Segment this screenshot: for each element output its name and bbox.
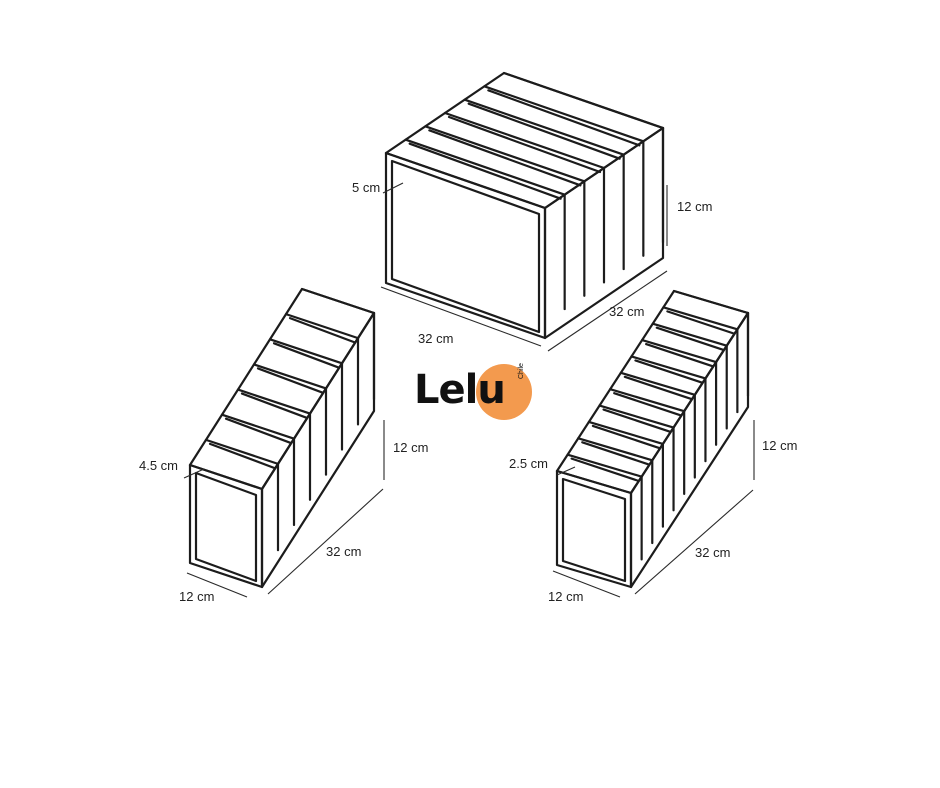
divider-inner <box>602 408 671 433</box>
divider-top <box>630 355 707 380</box>
divider-top <box>252 363 328 390</box>
medium-width-label: 12 cm <box>179 589 214 604</box>
divider-top <box>640 338 718 364</box>
dimension-line <box>552 570 621 598</box>
dimension-line <box>556 466 576 476</box>
front-panel-inner <box>561 477 627 583</box>
divider-inner <box>272 342 340 369</box>
divider-inner <box>623 375 692 400</box>
divider-inner <box>408 142 562 200</box>
divider-inner <box>447 115 602 174</box>
large-compartment-label: 5 cm <box>352 180 380 195</box>
front-panel-inner <box>194 471 258 583</box>
divider-top <box>268 338 344 365</box>
divider-top <box>598 404 675 429</box>
divider-inner <box>570 457 639 482</box>
medium-height-label: 12 cm <box>393 440 428 455</box>
divider-top <box>483 85 645 143</box>
divider-top <box>662 306 739 331</box>
divider-top <box>220 413 296 440</box>
divider-top <box>566 453 643 478</box>
dimension-line <box>634 489 754 595</box>
dimension-line <box>186 572 248 598</box>
divider-inner <box>428 129 582 187</box>
divider-inner <box>224 417 292 444</box>
top-rim <box>188 287 376 491</box>
divider-top <box>284 313 360 340</box>
organizer-large <box>380 71 668 352</box>
divider-inner <box>634 359 703 384</box>
dimension-line <box>382 182 404 194</box>
divider-top <box>204 438 280 465</box>
large-length-label: 32 cm <box>418 331 453 346</box>
small-height-label: 12 cm <box>762 438 797 453</box>
divider-inner <box>208 442 276 469</box>
divider-top <box>651 322 728 347</box>
divider-inner <box>644 342 714 368</box>
divider-top <box>587 420 665 446</box>
divider-inner <box>591 424 661 450</box>
medium-compartment-label: 4.5 cm <box>139 458 178 473</box>
divider-top <box>502 71 665 130</box>
dimension-line <box>183 468 205 479</box>
divider-inner <box>487 89 641 147</box>
divider-inner <box>655 326 724 351</box>
front-panel-inner <box>390 159 541 334</box>
divider-inner <box>288 317 356 344</box>
dimension-line <box>380 286 542 347</box>
divider-top <box>236 388 312 415</box>
large-width-label: 32 cm <box>609 304 644 319</box>
divider-inner <box>256 367 324 394</box>
small-length-label: 32 cm <box>695 545 730 560</box>
logo-circle <box>476 364 532 420</box>
divider-inner <box>581 441 650 466</box>
divider-inner <box>666 310 735 335</box>
divider-top <box>672 289 750 315</box>
divider-top <box>619 371 696 396</box>
large-height-label: 12 cm <box>677 199 712 214</box>
small-compartment-label: 2.5 cm <box>509 456 548 471</box>
divider-inner <box>240 392 308 419</box>
small-width-label: 12 cm <box>548 589 583 604</box>
dimension-line <box>547 270 668 352</box>
organizer-small <box>552 289 755 598</box>
logo-tagline: Chile <box>518 363 525 379</box>
brand-logo: Lelu Chile <box>414 362 538 420</box>
divider-top <box>577 437 654 462</box>
organizer-medium <box>183 287 385 598</box>
divider-top <box>404 138 566 196</box>
divider-top <box>609 388 686 413</box>
divider-top <box>463 98 625 156</box>
medium-length-label: 32 cm <box>326 544 361 559</box>
logo-wordmark: Lelu <box>414 367 506 413</box>
divider-top <box>424 125 586 183</box>
dimension-line <box>267 488 384 595</box>
divider-inner <box>613 392 682 417</box>
divider-top <box>443 111 606 170</box>
divider-top <box>300 287 376 315</box>
divider-inner <box>467 102 621 160</box>
